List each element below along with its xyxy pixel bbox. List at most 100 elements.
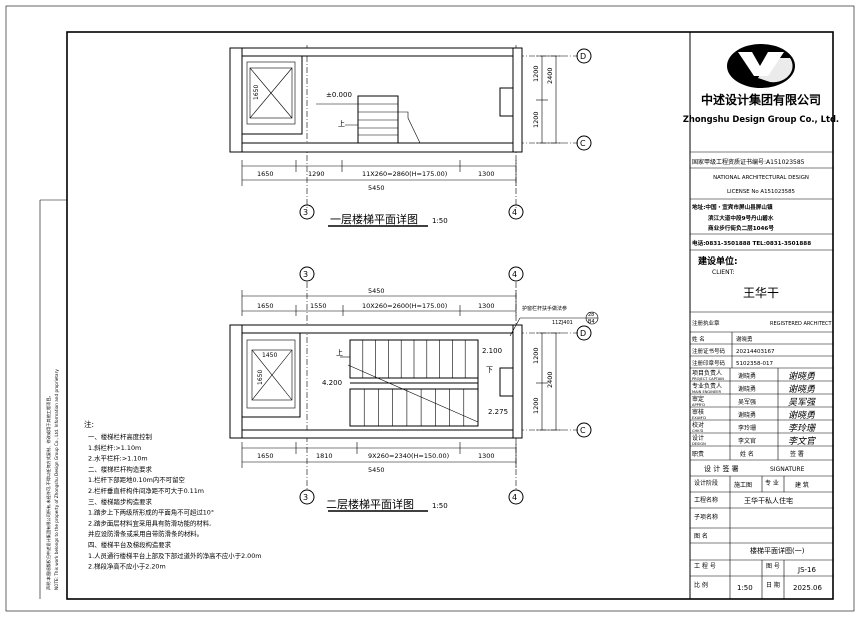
plan1-vdim-a: 1200 bbox=[532, 65, 540, 82]
client-label-en: CLIENT: bbox=[712, 269, 735, 276]
plan2-axis-4-top: 4 bbox=[512, 270, 517, 279]
plan1-scale: 1:50 bbox=[432, 217, 448, 225]
plan1-up-label: 上 bbox=[338, 119, 345, 128]
dwg-value: JS-16 bbox=[797, 566, 816, 574]
plan1-axis-c: C bbox=[580, 139, 586, 148]
plan-first-floor bbox=[229, 45, 592, 227]
project-value: 王华干私人住宅 bbox=[744, 496, 793, 505]
plan2-top-total: 5450 bbox=[368, 287, 385, 295]
plan2-down-label: 下 bbox=[486, 366, 493, 374]
plan2-elev-b: 2.100 bbox=[482, 347, 502, 355]
plan2-bot-dim-1: 1650 bbox=[257, 452, 274, 460]
scale-label: 比 例 bbox=[694, 581, 708, 589]
plan2-top-dim-1: 1650 bbox=[257, 302, 274, 310]
handwritten-signature: 李文官 bbox=[788, 436, 817, 447]
plan2-title: 二层楼梯平面详图 bbox=[326, 497, 414, 511]
sign-row: 设 计 签 署 bbox=[704, 464, 739, 473]
plan2-elev-a: 4.200 bbox=[322, 379, 342, 387]
plan2-up-label: 上 bbox=[336, 348, 343, 357]
plan1-dim-4: 1300 bbox=[478, 170, 495, 178]
plan2-top-dim-2: 1550 bbox=[310, 302, 327, 310]
note-line: 二、楼梯栏杆构造要求 bbox=[88, 464, 153, 473]
name-label: 姓 名 bbox=[692, 335, 705, 343]
plan-second-floor bbox=[229, 266, 599, 512]
duty-label: 职责 bbox=[692, 450, 704, 458]
plan2-vdim-a: 1200 bbox=[532, 347, 540, 364]
plan1-title: 一层楼梯平面详图 bbox=[330, 212, 418, 226]
date-label: 日 期 bbox=[766, 581, 780, 589]
plan2-bot-dim-2: 1810 bbox=[316, 452, 333, 460]
plan1-axis-3: 3 bbox=[303, 208, 308, 217]
firm-name-en: Zhongshu Design Group Co., Ltd. bbox=[683, 114, 839, 124]
plan1-elevation: ±0.000 bbox=[326, 91, 352, 99]
client-label: 建设单位: bbox=[698, 255, 738, 267]
note-line: 三、楼梯踏步构造要求 bbox=[88, 497, 153, 506]
seal-label: 注册印章号码 bbox=[692, 359, 726, 367]
plan2-bot-dim-3: 9X260=2340(H=150.00) bbox=[368, 452, 449, 460]
note-line: 并应设防滑条或采用自带防滑条的材料。 bbox=[88, 529, 203, 538]
handwritten-signature: 吴军强 bbox=[788, 397, 816, 408]
sign-row-en: SIGNATURE bbox=[770, 466, 805, 473]
binding-strip-en: NOTE: This work belongs to the property … bbox=[54, 369, 59, 590]
note-line: 2.栏杆垂直杆构件间净距不可大于0.11m bbox=[88, 486, 204, 495]
plan1-axis-4: 4 bbox=[512, 208, 517, 217]
title-label: 图 名 bbox=[694, 532, 708, 540]
dwg-label: 图 号 bbox=[766, 563, 780, 570]
person-name: 谢晓勇 bbox=[738, 385, 756, 393]
title-value: 楼梯平面详图(一) bbox=[750, 546, 805, 555]
plan2-inner-a: 1450 bbox=[262, 352, 277, 359]
plan2-rail-circle-bot: B4 bbox=[588, 319, 595, 325]
project-label: 工程名称 bbox=[694, 496, 718, 504]
role-label: 项目负责人 bbox=[692, 369, 722, 377]
note-line: 1.斜栏杆:>1.10m bbox=[88, 443, 141, 452]
stage-label: 设计阶段 bbox=[694, 479, 718, 487]
role-label-en: APPR'D bbox=[692, 403, 705, 407]
plan2-axis-3-bot: 3 bbox=[303, 493, 308, 502]
address-line-1: 地址:中国・宜宾市屏山县屏山镇 bbox=[692, 203, 773, 211]
role-label: 审定 bbox=[692, 395, 704, 403]
note-line: 四、楼梯平台及梯段构造要求 bbox=[88, 540, 172, 549]
plan1-vdim-total: 2400 bbox=[546, 67, 554, 84]
person-name: 吴军强 bbox=[738, 399, 756, 406]
note-line: 1.人员通行楼梯平台上部及下部过道外的净高不应小于2.00m bbox=[88, 551, 262, 560]
discipline-label: 专 业 bbox=[765, 479, 779, 487]
notes-heading: 注: bbox=[84, 419, 94, 429]
handwritten-signature: 李玲珊 bbox=[788, 423, 816, 434]
plan2-top-dim-3: 10X260=2600(H=175.00) bbox=[362, 302, 447, 310]
plan2-inner-b: 1650 bbox=[257, 370, 264, 385]
sub-label: 子项名称 bbox=[694, 513, 718, 521]
plan2-axis-3-top: 3 bbox=[303, 270, 308, 279]
plan1-axis-d: D bbox=[580, 52, 586, 61]
scale-value: 1:50 bbox=[737, 584, 753, 592]
discipline-value: 建 筑 bbox=[795, 481, 809, 489]
title-block bbox=[689, 31, 834, 600]
firm-name-cn: 中述设计集团有限公司 bbox=[701, 92, 821, 107]
note-line: 1.踏步上下两级所形成的平面角不可超过10° bbox=[88, 508, 214, 517]
address-line-2: 滨江大道中段9号丹山碧水 bbox=[708, 214, 774, 222]
reg-label: 注册执业章 bbox=[692, 319, 720, 327]
handwritten-signature: 谢晓勇 bbox=[788, 410, 816, 421]
handwritten-signature: 谢晓勇 bbox=[788, 371, 816, 382]
plan2-axis-4-bot: 4 bbox=[512, 493, 517, 502]
plan2-top-dim-4: 1300 bbox=[478, 302, 495, 310]
note-line: 2.梯段净高不应小于2.20m bbox=[88, 562, 166, 571]
note-line: 一、楼梯栏杆高度控制 bbox=[88, 432, 152, 441]
role-label: 专业负责人 bbox=[692, 382, 722, 390]
handwritten-signature: 谢晓勇 bbox=[788, 384, 816, 395]
plan2-elev-c: 2.275 bbox=[488, 408, 508, 416]
role-label-en: EXAM'D bbox=[692, 416, 706, 420]
plan1-dim-2: 1290 bbox=[308, 170, 325, 178]
name-value: 谢晓勇 bbox=[736, 335, 753, 343]
plan1-total-dim: 5450 bbox=[368, 184, 385, 192]
signature-label: 签 署 bbox=[790, 450, 804, 458]
projno-label: 工 程 号 bbox=[694, 562, 716, 570]
plan1-dim-1: 1650 bbox=[257, 170, 274, 178]
binding-strip-cn: 声明:本图纸版权归中述设计集团有限公司所有,未经许可,不得以任何方式复制、修改或… bbox=[45, 393, 52, 590]
address-line-3: 商业步行街负二层1046号 bbox=[708, 224, 774, 232]
role-label-en: DESIGN bbox=[692, 442, 706, 446]
plan2-rail-ref: 11ZJ401 bbox=[552, 320, 573, 326]
fullname-label: 姓 名 bbox=[740, 450, 754, 458]
plan2-axis-c: C bbox=[580, 426, 586, 435]
plan2-bot-total: 5450 bbox=[368, 466, 385, 474]
